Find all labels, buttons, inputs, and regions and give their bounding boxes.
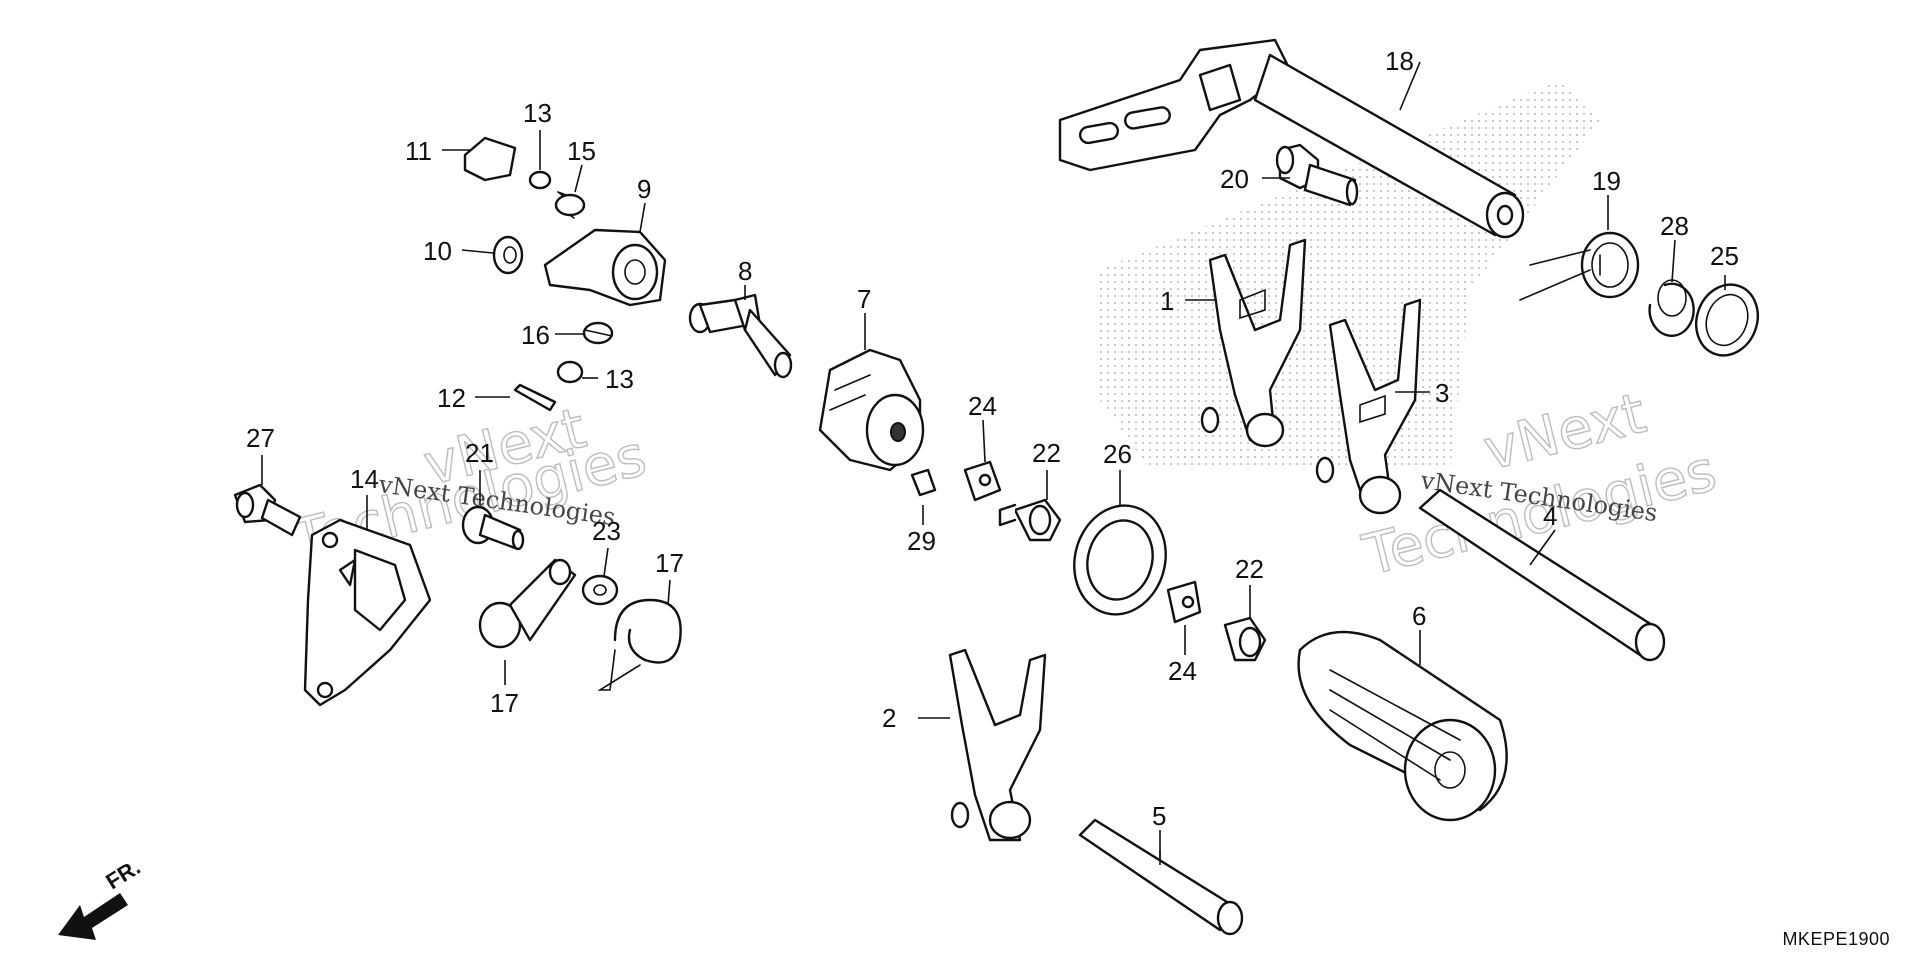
part-29-dowel-pin (910, 468, 937, 497)
callout-13: 13 (605, 364, 634, 394)
callout-1: 1 (1160, 286, 1174, 316)
front-direction-arrow: FR. (58, 854, 145, 940)
part-11-pad (463, 136, 517, 182)
callout-15: 15 (567, 136, 596, 166)
callout-9: 9 (637, 174, 651, 204)
callout-numbers: 18 20 19 28 25 1 3 4 6 5 2 26 24 24 22 2… (246, 46, 1739, 831)
callout-2: 2 (882, 703, 896, 733)
part-25-washer (1695, 283, 1759, 357)
callout-15: 16 (521, 320, 550, 350)
callout-5: 5 (1152, 801, 1166, 831)
part-14-guide-plate (303, 518, 432, 707)
part-12-pin (513, 383, 557, 412)
part-22-bolt-upper (998, 498, 1062, 542)
callout-27: 27 (246, 423, 275, 453)
part-13-plunger-lower (556, 360, 584, 384)
part-21-bolt (461, 505, 525, 551)
part-26-oil-seal (1073, 504, 1167, 616)
callout-8: 8 (738, 256, 752, 286)
callout-19: 19 (1592, 166, 1621, 196)
part-28-circlip (1648, 279, 1695, 337)
part-2-shift-fork (948, 648, 1047, 842)
callout-6: 6 (1412, 601, 1426, 631)
callout-22: 22 (1032, 438, 1061, 468)
part-6-shift-drum (1297, 630, 1508, 822)
callout-13: 13 (523, 98, 552, 128)
part-19-return-spring (1519, 231, 1640, 301)
part-9-shift-arm (543, 228, 667, 307)
front-direction-label: FR. (101, 854, 144, 894)
part-17-spring (597, 598, 682, 691)
callout-29: 29 (907, 526, 936, 556)
part-22-bolt-lower (1223, 616, 1267, 662)
part-15-spring-lower (582, 321, 614, 345)
diagram-code: MKEPE1900 (1782, 929, 1890, 949)
part-8-stud-bolt (688, 293, 793, 379)
part-27-bolt (233, 483, 302, 537)
callout-10: 10 (423, 236, 452, 266)
callout-20: 20 (1220, 164, 1249, 194)
part-18-shift-spindle (1058, 38, 1525, 239)
callout-22: 22 (1235, 554, 1264, 584)
callout-26: 26 (1103, 439, 1132, 469)
part-4-fork-shaft (1418, 488, 1666, 662)
callout-24: 24 (1168, 656, 1197, 686)
callout-21: 21 (465, 438, 494, 468)
part-23-washer (581, 574, 619, 606)
leader-lines (261, 61, 1726, 865)
callout-16: 17 (490, 688, 519, 718)
callout-25: 25 (1710, 241, 1739, 271)
callout-17: 17 (655, 548, 684, 578)
part-24-stopper-plate-upper (963, 460, 1002, 502)
part-1-shift-fork (1200, 238, 1307, 448)
callout-18: 18 (1385, 46, 1414, 76)
part-15-spring-upper (554, 191, 586, 219)
callout-11: 11 (405, 136, 432, 166)
callout-12: 12 (437, 383, 466, 413)
callout-24: 24 (968, 391, 997, 421)
callout-3: 3 (1435, 378, 1449, 408)
part-3-shift-fork (1315, 298, 1422, 515)
part-5-fork-shaft (1078, 818, 1244, 936)
part-24-stopper-plate-lower (1166, 580, 1202, 624)
part-10-washer (492, 235, 524, 275)
callout-28: 28 (1660, 211, 1689, 241)
part-13-plunger-upper (528, 170, 552, 190)
part-16-link-arm (478, 558, 577, 649)
callout-4: 4 (1543, 501, 1557, 531)
callout-14: 14 (350, 464, 379, 494)
callout-23: 23 (592, 516, 621, 546)
part-7-stopper-cam (818, 348, 925, 472)
callout-7: 7 (857, 284, 871, 314)
